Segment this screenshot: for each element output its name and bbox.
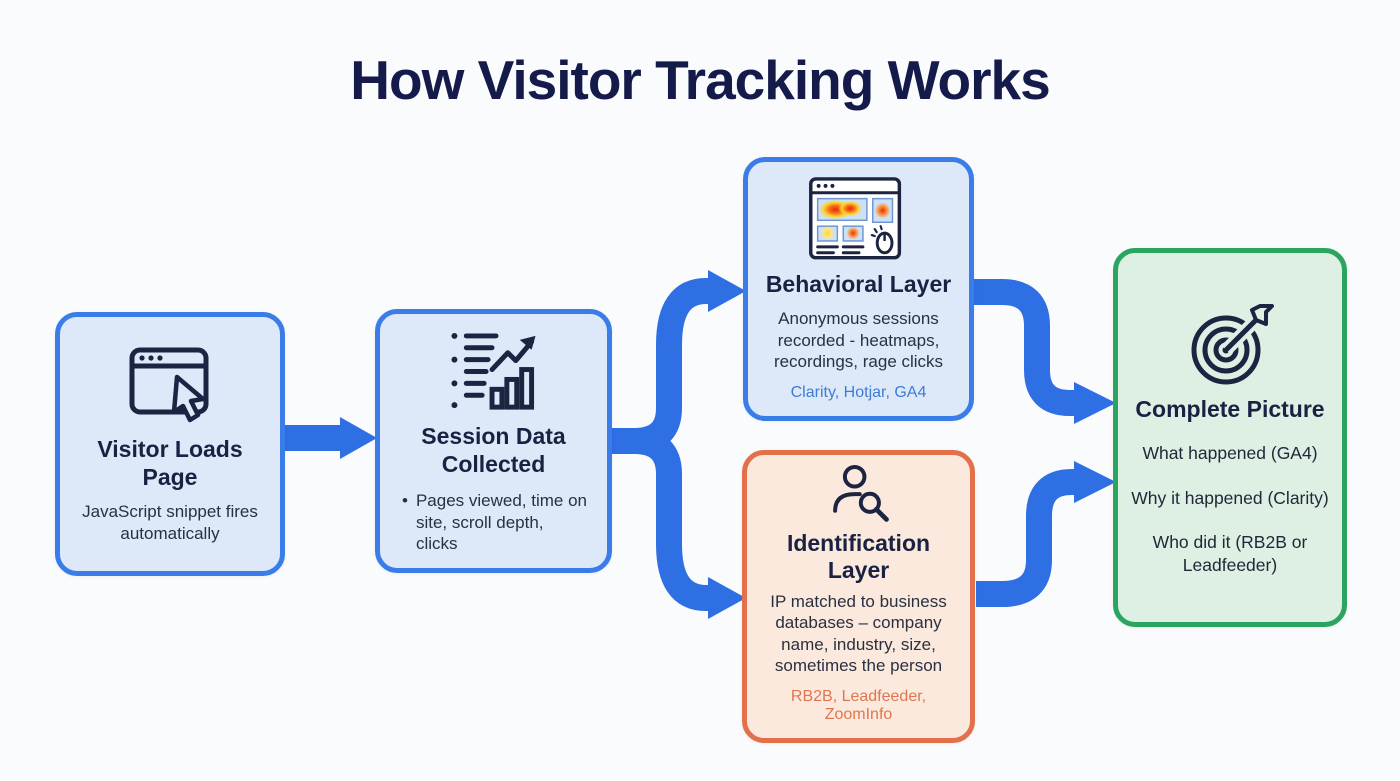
bullet-marker: • [402,491,408,511]
complete-line-why: Why it happened (Clarity) [1131,487,1329,508]
target-arrow-icon [1191,304,1274,385]
node-body: IP matched to business databases – compa… [770,592,947,675]
node-heading: Identification Layer [786,529,931,584]
identification-layer-node: Identification Layer IP matched to busin… [742,450,975,743]
mouse-click-glyph [870,225,893,255]
node-bullet-item: • Pages viewed, time on site, scroll dep… [402,490,589,554]
arrow-behavioral-to-complete [974,279,1076,416]
node-tools: Clarity, Hotjar, GA4 [790,384,927,401]
complete-picture-node: Complete Picture What happened (GA4) Why… [1113,248,1347,627]
person-search-icon [832,464,889,522]
visitor-loads-page-node: Visitor Loads Page JavaScript snippet fi… [55,312,285,576]
browser-cursor-icon [129,347,209,423]
arrow-identification-to-complete [976,469,1076,607]
session-data-node: Session Data Collected • Pages viewed, t… [375,309,612,573]
arrow-session-to-identification [612,428,710,611]
page-title: How Visitor Tracking Works [350,49,1050,111]
analytics-list-icon [450,332,536,410]
node-heading: Behavioral Layer [765,270,952,297]
arrow-session-to-behavioral [612,278,710,454]
bullet-text: Pages viewed, time on site, scroll depth… [415,491,587,553]
node-body: JavaScript snippet fires automatically [82,502,258,543]
node-body: Anonymous sessions recorded - heatmaps, … [773,309,944,371]
complete-picture-lines: What happened (GA4) Why it happened (Cla… [1130,442,1330,577]
complete-line-who: Who did it (RB2B or Leadfeeder) [1152,532,1308,576]
heatmap-browser-icon [808,177,901,260]
behavioral-layer-node: Behavioral Layer Anonymous sessions reco… [743,157,974,421]
complete-line-what: What happened (GA4) [1142,442,1318,463]
node-heading: Session Data Collected [421,423,566,477]
node-heading: Visitor Loads Page [97,436,243,490]
node-heading: Complete Picture [1135,396,1325,423]
node-tools: RB2B, Leadfeeder, ZoomInfo [790,688,927,723]
